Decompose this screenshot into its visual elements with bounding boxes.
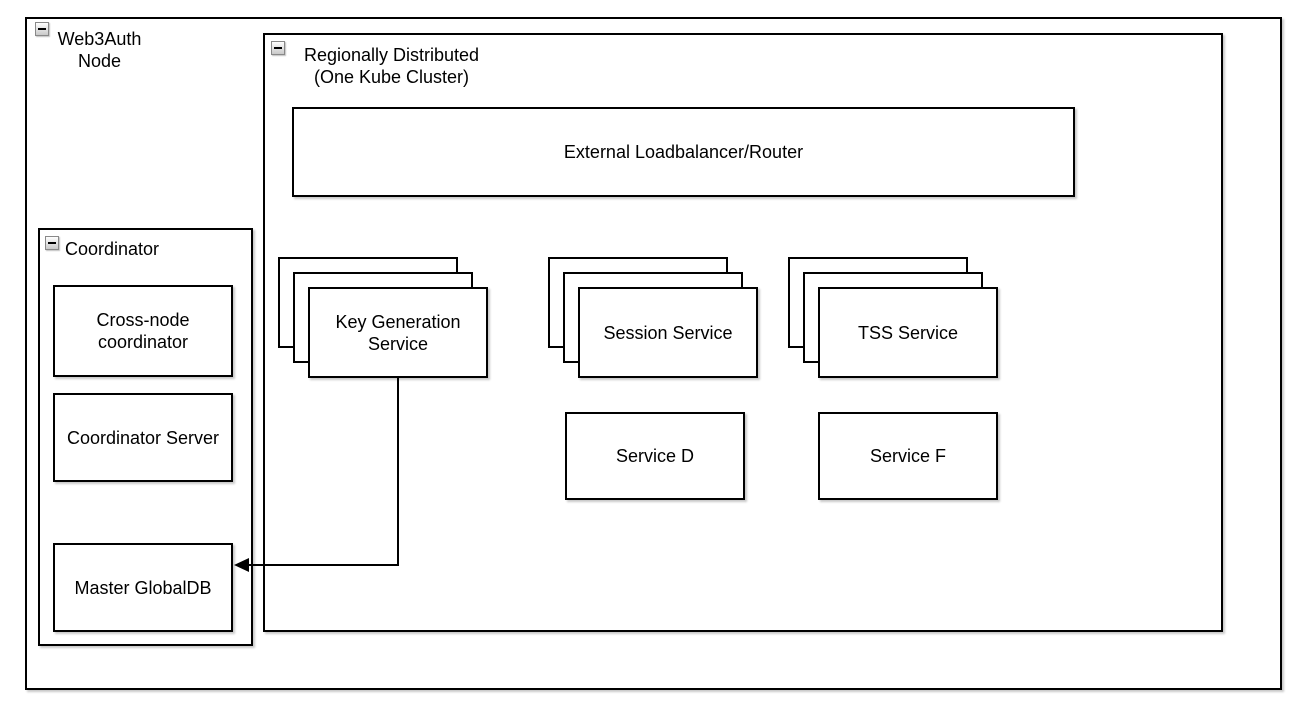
node-label: Service F (869, 446, 947, 466)
minus-icon (38, 28, 46, 30)
node-tss-service[interactable]: TSS Service (818, 287, 998, 378)
minus-icon (48, 242, 56, 244)
node-session-service[interactable]: Session Service (578, 287, 758, 378)
node-master-globaldb[interactable]: Master GlobalDB (53, 543, 233, 632)
container-label-web3auth-node: Web3Auth Node (57, 29, 142, 71)
collapse-minus-icon[interactable] (45, 236, 59, 250)
node-label: Service D (615, 446, 695, 466)
node-cross-node-coordinator[interactable]: Cross-node coordinator (53, 285, 233, 377)
node-service-d[interactable]: Service D (565, 412, 745, 500)
container-label-regionally-distributed: Regionally Distributed (One Kube Cluster… (303, 45, 480, 87)
node-label: Cross-node coordinator (96, 310, 190, 352)
node-label: Coordinator Server (66, 427, 220, 448)
collapse-minus-icon[interactable] (35, 22, 49, 36)
node-coordinator-server[interactable]: Coordinator Server (53, 393, 233, 482)
node-service-f[interactable]: Service F (818, 412, 998, 500)
collapse-minus-icon[interactable] (271, 41, 285, 55)
node-label: External Loadbalancer/Router (563, 142, 804, 162)
minus-icon (274, 47, 282, 49)
node-label: Key Generation Service (335, 311, 461, 354)
node-label: Master GlobalDB (74, 577, 212, 598)
node-label: Session Service (603, 322, 733, 343)
node-label: TSS Service (857, 322, 959, 343)
container-label-coordinator: Coordinator (65, 239, 160, 259)
node-key-generation-service[interactable]: Key Generation Service (308, 287, 488, 378)
node-external-loadbalancer[interactable]: External Loadbalancer/Router (292, 107, 1075, 197)
